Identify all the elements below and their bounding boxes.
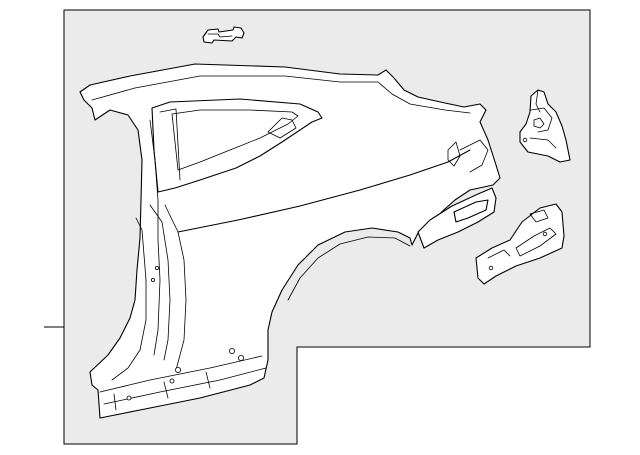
clip-part	[202, 26, 245, 44]
hole-marker	[150, 277, 155, 282]
hole-marker	[154, 265, 159, 270]
quarter-panel-part	[79, 63, 501, 419]
hole-marker	[174, 366, 181, 373]
upper-bracket-part	[519, 89, 571, 163]
lower-extension-part	[475, 203, 565, 285]
hole-marker	[522, 137, 528, 143]
hole-marker	[126, 395, 132, 401]
hole-marker	[169, 378, 175, 384]
hole-marker	[228, 347, 235, 354]
hole-marker	[237, 354, 244, 361]
hole-marker	[542, 231, 548, 237]
hole-marker	[488, 265, 494, 271]
